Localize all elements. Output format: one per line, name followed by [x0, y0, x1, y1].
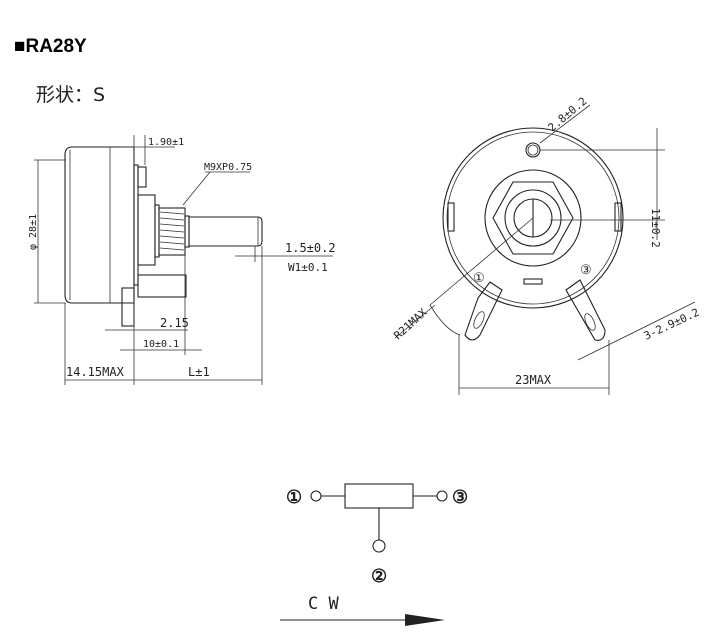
front-view: ① ③ 2.8±0.2 11±0.2 R21MAX 3-2.9±0.2 23MA…	[391, 95, 701, 395]
resistor-symbol	[344, 483, 414, 509]
diameter-dim: φ 28±1	[28, 214, 39, 250]
terminal-1-label: ①	[473, 271, 485, 286]
width-dim-23: 23MAX	[515, 373, 552, 387]
radius-dim: R21MAX	[391, 306, 430, 343]
hole-dim: 2.8±0.2	[546, 95, 590, 135]
schematic-terminal-1: ①	[286, 487, 302, 508]
schematic-terminal-3: ③	[452, 487, 468, 508]
offset-dim: 11±0.2	[649, 208, 662, 248]
schematic: ① ③ ② C W	[280, 483, 468, 626]
shaft-length-dim: L±1	[188, 365, 210, 379]
flange-dim: 1.90±1	[148, 137, 184, 148]
terminal-3-label: ③	[580, 263, 592, 278]
body-length-dim: 14.15MAX	[66, 365, 125, 379]
flat-dim: 1.5±0.2	[285, 241, 336, 255]
dim-2-15: 2.15	[160, 316, 189, 330]
dim-10: 10±0.1	[143, 339, 179, 350]
side-view: φ 28±1 1.90±1 M9XP0.75 1.5±0.2 W1±0.1 2.…	[28, 135, 336, 385]
rotation-direction-label: C W	[308, 594, 339, 614]
model-title: ■RA28Y	[14, 36, 87, 57]
shape-label: 形状：S	[36, 84, 106, 106]
width-dim: W1±0.1	[288, 261, 328, 274]
thread-dim: M9XP0.75	[204, 162, 252, 173]
schematic-terminal-2: ②	[371, 566, 387, 587]
